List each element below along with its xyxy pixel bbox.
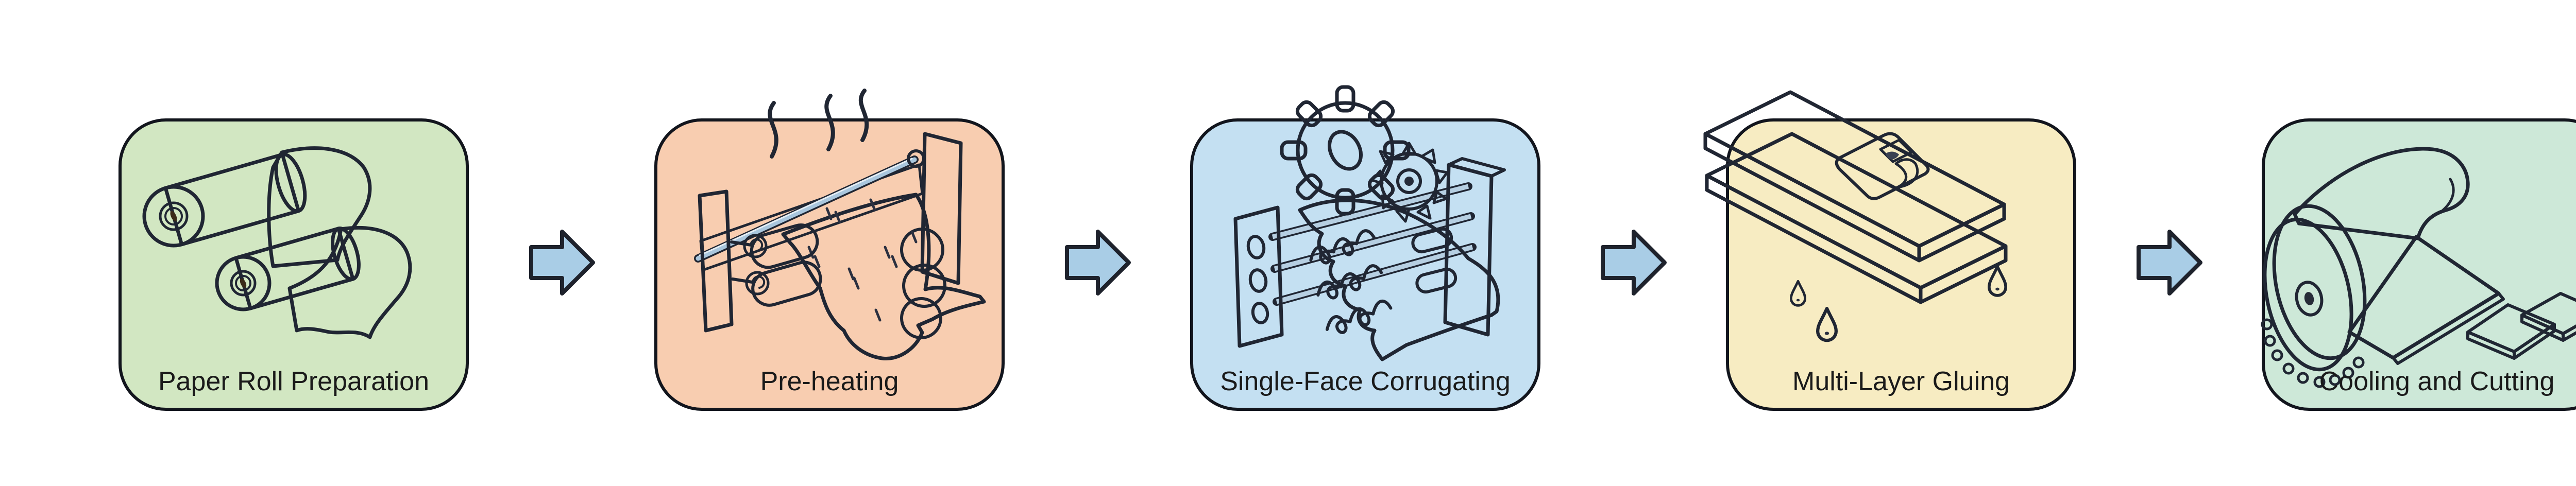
glue-squiggles <box>1309 229 1393 334</box>
step-label: Cooling and Cutting <box>2319 367 2555 397</box>
moisture-dashes <box>807 198 918 322</box>
saw-teeth <box>2261 318 2365 388</box>
steam-icon <box>768 89 869 159</box>
step-panel-single-face-corrugating: Single-Face Corrugating <box>1190 77 1540 411</box>
flow-arrow-icon <box>2137 230 2202 296</box>
glued-layers-icon <box>1703 90 2008 342</box>
step-panel-pre-heating: Pre-heating <box>654 77 1005 411</box>
paper-rolls-icon <box>142 146 412 339</box>
flow-arrow-icon <box>529 230 595 296</box>
flow-arrow-icon <box>1065 230 1131 296</box>
flow-arrow-icon <box>1601 230 1667 296</box>
large-gear-icon <box>1280 85 1411 216</box>
step-panel-paper-roll-preparation: Paper Roll Preparation <box>118 77 469 411</box>
step-label: Multi-Layer Gluing <box>1792 367 2010 397</box>
step-label: Single-Face Corrugating <box>1220 367 1511 397</box>
step-panel-cooling-and-cutting: Cooling and Cutting <box>2261 77 2576 411</box>
glue-drops <box>1789 265 2008 342</box>
cut-boards <box>2466 292 2576 360</box>
step-label: Paper Roll Preparation <box>158 367 430 397</box>
saw-cutting-icon <box>2261 147 2576 388</box>
corrugator-gears-icon <box>1233 85 1506 361</box>
step-label: Pre-heating <box>760 367 899 397</box>
step-panel-multi-layer-gluing: Multi-Layer Gluing <box>1703 77 2076 411</box>
preheater-machine-icon <box>694 89 986 361</box>
glue-applicator-icon <box>1835 132 1930 200</box>
step-panel-background <box>1190 118 1540 411</box>
small-gear-icon <box>1370 142 1449 223</box>
step-panel-background <box>2262 118 2576 411</box>
